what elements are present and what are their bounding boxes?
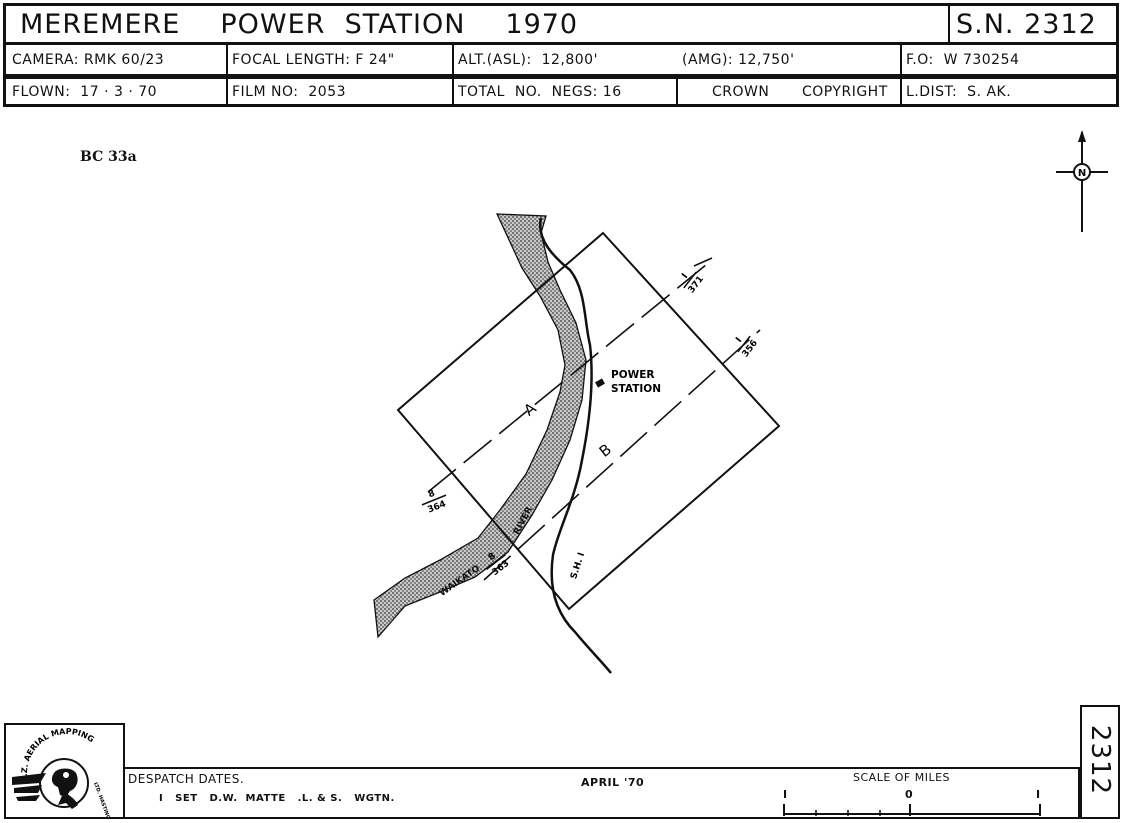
divider xyxy=(486,554,506,570)
divider xyxy=(421,494,447,506)
logo-box: N.Z. AERIAL MAPPING LTD. HASTINGS xyxy=(4,723,125,823)
l-dist-field: L.DIST: S. AK. xyxy=(906,83,1012,100)
film-no-field: FILM NO: 2053 xyxy=(232,83,347,100)
sheet-number: S.N. 2312 xyxy=(956,8,1097,40)
title-subject: POWER STATION xyxy=(220,8,466,40)
scale-title: SCALE OF MILES xyxy=(853,771,951,784)
side-number: 2312 xyxy=(1085,724,1115,796)
photo-mark-top: 8 xyxy=(427,489,437,501)
power-station-label-2: STATION xyxy=(611,383,661,395)
photo-mark-top: I xyxy=(734,336,744,345)
divider xyxy=(737,335,751,353)
logo-sub-text: LTD. HASTINGS xyxy=(92,782,112,817)
divider xyxy=(226,45,228,74)
despatch-line: I SET D.W. MATTE .L. & S. WGTN. xyxy=(159,793,395,804)
north-label: N xyxy=(1078,168,1086,179)
waikato-river xyxy=(373,213,587,639)
divider xyxy=(226,79,228,104)
photo-mark-371: I 371 xyxy=(680,271,706,295)
north-arrow-icon: N xyxy=(1056,130,1108,232)
altitude-asl-field: ALT.(ASL): 12,800' xyxy=(458,51,598,68)
divider xyxy=(948,6,950,42)
header-title-row: MEREMERE POWER STATION 1970 S.N. 2312 xyxy=(3,3,1119,45)
scale-label-left: I xyxy=(783,788,788,801)
scale-bar xyxy=(783,804,1041,816)
camera-field: CAMERA: RMK 60/23 xyxy=(12,51,165,68)
copyright-label: COPYRIGHT xyxy=(802,83,888,100)
flight-run-b xyxy=(483,329,761,581)
divider xyxy=(676,79,678,104)
total-negs-field: TOTAL NO. NEGS: 16 xyxy=(458,83,622,100)
focal-length-field: FOCAL LENGTH: F 24" xyxy=(232,51,395,68)
photo-mark-top: 8 xyxy=(487,551,498,563)
title-cell: MEREMERE POWER STATION 1970 xyxy=(20,6,940,42)
divider xyxy=(452,79,454,104)
divider xyxy=(900,45,902,74)
title-year: 1970 xyxy=(505,8,579,40)
run-b-label: B xyxy=(596,440,615,461)
aerial-mapping-logo: N.Z. AERIAL MAPPING LTD. HASTINGS xyxy=(12,727,112,823)
run-a-end-tick xyxy=(693,257,713,267)
fo-field: F.O: W 730254 xyxy=(906,51,1020,68)
power-station-label-1: POWER xyxy=(611,369,654,381)
photo-mark-top: I xyxy=(680,272,690,281)
scale-label-right: I xyxy=(1036,788,1041,801)
side-number-box: 2312 xyxy=(1080,705,1120,819)
header-info-row-1: CAMERA: RMK 60/23 FOCAL LENGTH: F 24" AL… xyxy=(3,45,1119,77)
road-label: S.H. I xyxy=(569,551,587,580)
title-name: MEREMERE xyxy=(20,8,181,40)
photo-mark-364: 8 364 xyxy=(421,489,448,516)
flown-field: FLOWN: 17 · 3 · 70 xyxy=(12,83,158,100)
photo-coverage-area xyxy=(396,231,781,611)
run-a-label: A xyxy=(520,399,540,420)
reference-code: BC 33a xyxy=(80,149,137,165)
footer-box: DESPATCH DATES. I SET D.W. MATTE .L. & S… xyxy=(125,767,1080,819)
flight-run-a xyxy=(427,263,708,493)
crown-label: CROWN xyxy=(712,83,770,100)
altitude-amg-field: (AMG): 12,750' xyxy=(682,51,795,68)
despatch-date: APRIL '70 xyxy=(581,776,645,789)
divider xyxy=(452,45,454,74)
despatch-heading: DESPATCH DATES. xyxy=(128,772,245,786)
scale-label-zero: 0 xyxy=(905,788,913,801)
state-highway-1 xyxy=(538,217,612,674)
power-station-icon xyxy=(595,378,605,388)
divider xyxy=(683,271,697,289)
header-info-row-2: FLOWN: 17 · 3 · 70 FILM NO: 2053 TOTAL N… xyxy=(3,77,1119,107)
divider xyxy=(900,79,902,104)
